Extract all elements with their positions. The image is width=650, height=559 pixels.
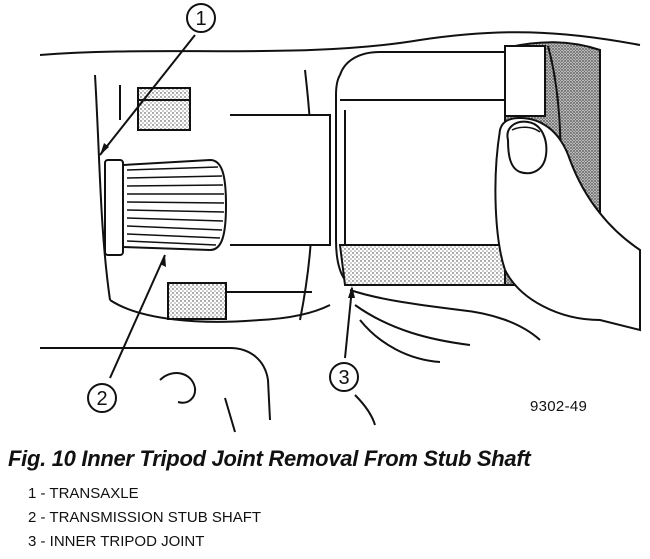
callout-3: 3 xyxy=(329,362,359,392)
legend-item-tripod-joint: 3 - INNER TRIPOD JOINT xyxy=(28,533,205,550)
figure-code: 9302-49 xyxy=(530,398,588,415)
mounting-block xyxy=(167,282,312,320)
tripod-joint-removal-illustration: 1 2 3 xyxy=(39,3,641,433)
callout-2-number: 2 xyxy=(96,388,107,410)
legend-item-stub-shaft: 2 - TRANSMISSION STUB SHAFT xyxy=(28,509,262,526)
leader-arrowhead-2 xyxy=(160,255,166,267)
callout-3-number: 3 xyxy=(338,367,349,389)
leader-line-1 xyxy=(99,34,196,156)
figure-caption: Fig. 10 Inner Tripod Joint Removal From … xyxy=(8,446,531,471)
callout-1-number: 1 xyxy=(195,8,206,30)
hand xyxy=(349,116,641,426)
leader-line-3 xyxy=(344,287,353,359)
housing-bolt xyxy=(137,87,191,131)
callout-2: 2 xyxy=(87,383,117,413)
stub-shaft xyxy=(104,158,228,256)
legend-item-transaxle: 1 - TRANSAXLE xyxy=(28,485,139,502)
leader-arrowhead-3 xyxy=(348,286,355,298)
leader-line-2 xyxy=(109,254,166,379)
stub-shaft-splines xyxy=(126,166,225,246)
leader-arrowhead-1 xyxy=(100,143,109,155)
parts-legend: 1 - TRANSAXLE 2 - TRANSMISSION STUB SHAF… xyxy=(28,482,261,554)
callout-1: 1 xyxy=(186,3,216,33)
leader-lines xyxy=(99,34,353,379)
